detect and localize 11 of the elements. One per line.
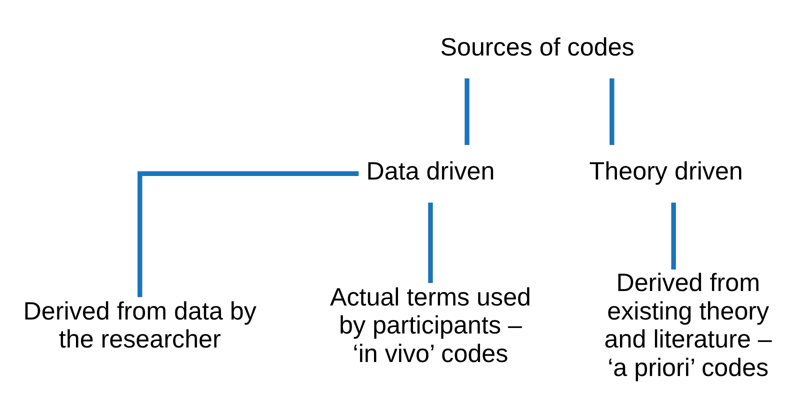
connector	[428, 202, 433, 284]
node-text: Theory driven	[589, 158, 743, 186]
node-text: Derived from data by the researcher	[23, 297, 256, 354]
connector	[671, 202, 676, 270]
node-text: Data driven	[366, 158, 495, 186]
node-text: Sources of codes	[440, 34, 634, 62]
node-text: Derived from existing theory and literature – ‘a priori’ codes	[604, 269, 772, 382]
connector	[138, 171, 359, 298]
connector	[464, 78, 470, 146]
node-text: Actual terms used by participants – ‘in vivo’ codes	[330, 283, 532, 368]
connector	[610, 78, 614, 146]
